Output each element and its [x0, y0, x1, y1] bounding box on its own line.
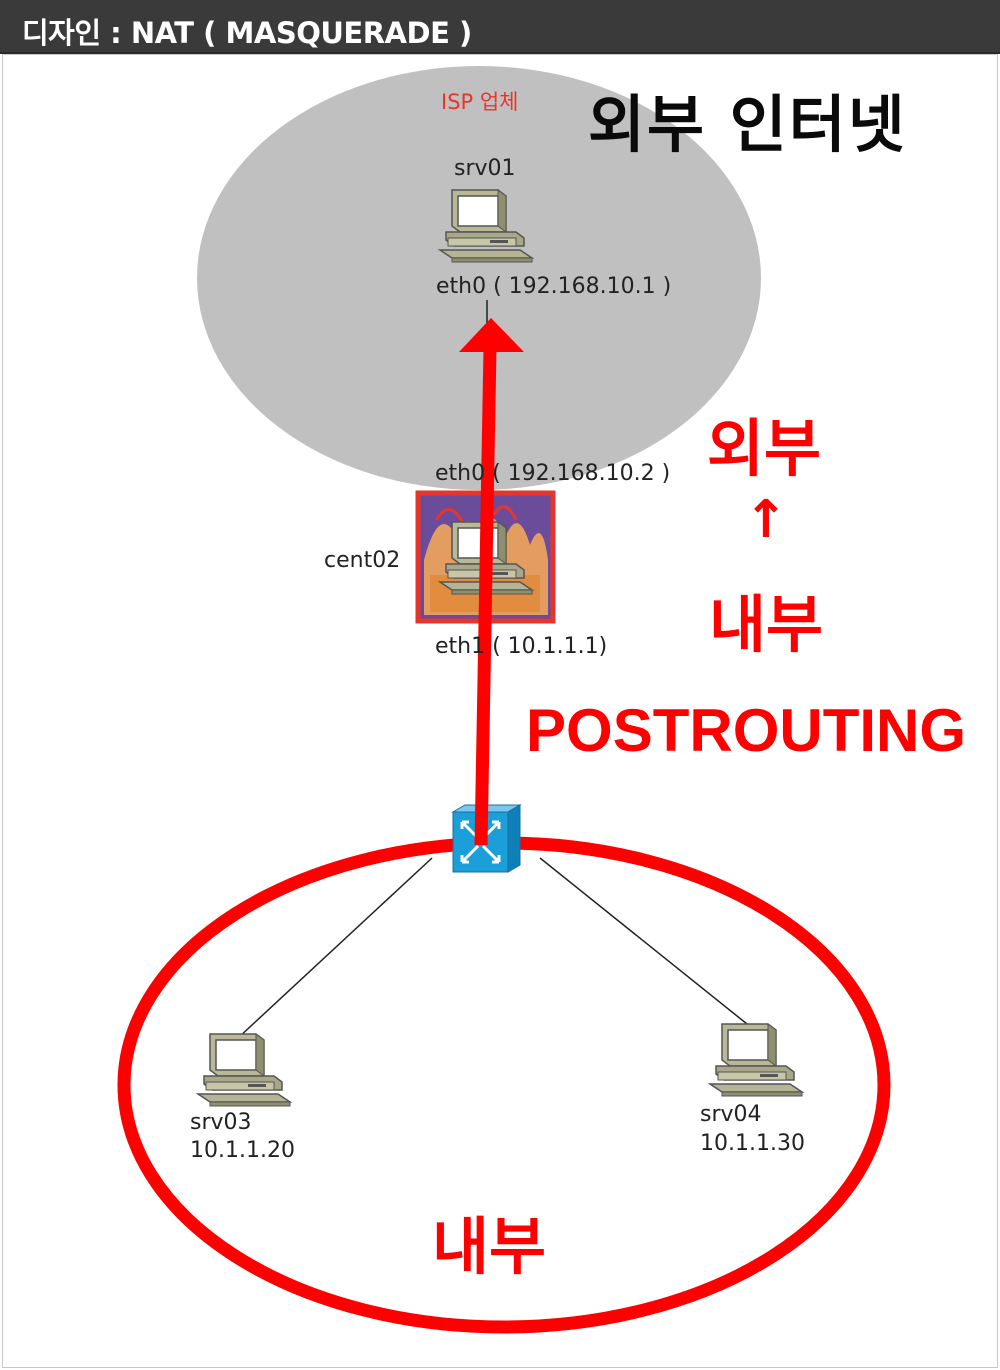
- postrouting-label: POSTROUTING: [526, 697, 967, 764]
- cent02-eth0-label: eth0 ( 192.168.10.2 ): [435, 461, 671, 486]
- srv04-ip-label: 10.1.1.30: [700, 1131, 805, 1156]
- srv03-label: srv03: [190, 1110, 252, 1135]
- link-switch-srv03: [237, 857, 433, 1039]
- internet-cloud: [197, 66, 761, 490]
- isp-label: ISP 업체: [441, 90, 519, 114]
- postrouting-arrow-shaft: [474, 347, 497, 846]
- srv01-label: srv01: [454, 156, 516, 181]
- postrouting-arrow-head: [459, 318, 524, 352]
- srv03-computer-icon: [197, 1033, 291, 1107]
- srv01-eth0-label: eth0 ( 192.168.10.1 ): [436, 274, 672, 299]
- direction-internal-label: 내부: [709, 588, 824, 661]
- link-switch-srv04: [539, 857, 753, 1029]
- window-title: 디자인 : NAT ( MASQUERADE ): [22, 16, 472, 50]
- srv04-computer-icon: [709, 1023, 803, 1097]
- srv03-ip-label: 10.1.1.20: [190, 1138, 295, 1163]
- srv04-label: srv04: [700, 1102, 762, 1127]
- cent02-label: cent02: [324, 548, 401, 573]
- direction-external-label: 외부: [707, 412, 822, 485]
- cent02-eth1-label: eth1 ( 10.1.1.1): [435, 634, 608, 659]
- window-titlebar: 디자인 : NAT ( MASQUERADE ): [0, 0, 1000, 54]
- direction-arrow: ↑: [744, 490, 788, 550]
- internal-network-label: 내부: [432, 1210, 547, 1283]
- external-internet-title: 외부 인터넷: [588, 88, 907, 161]
